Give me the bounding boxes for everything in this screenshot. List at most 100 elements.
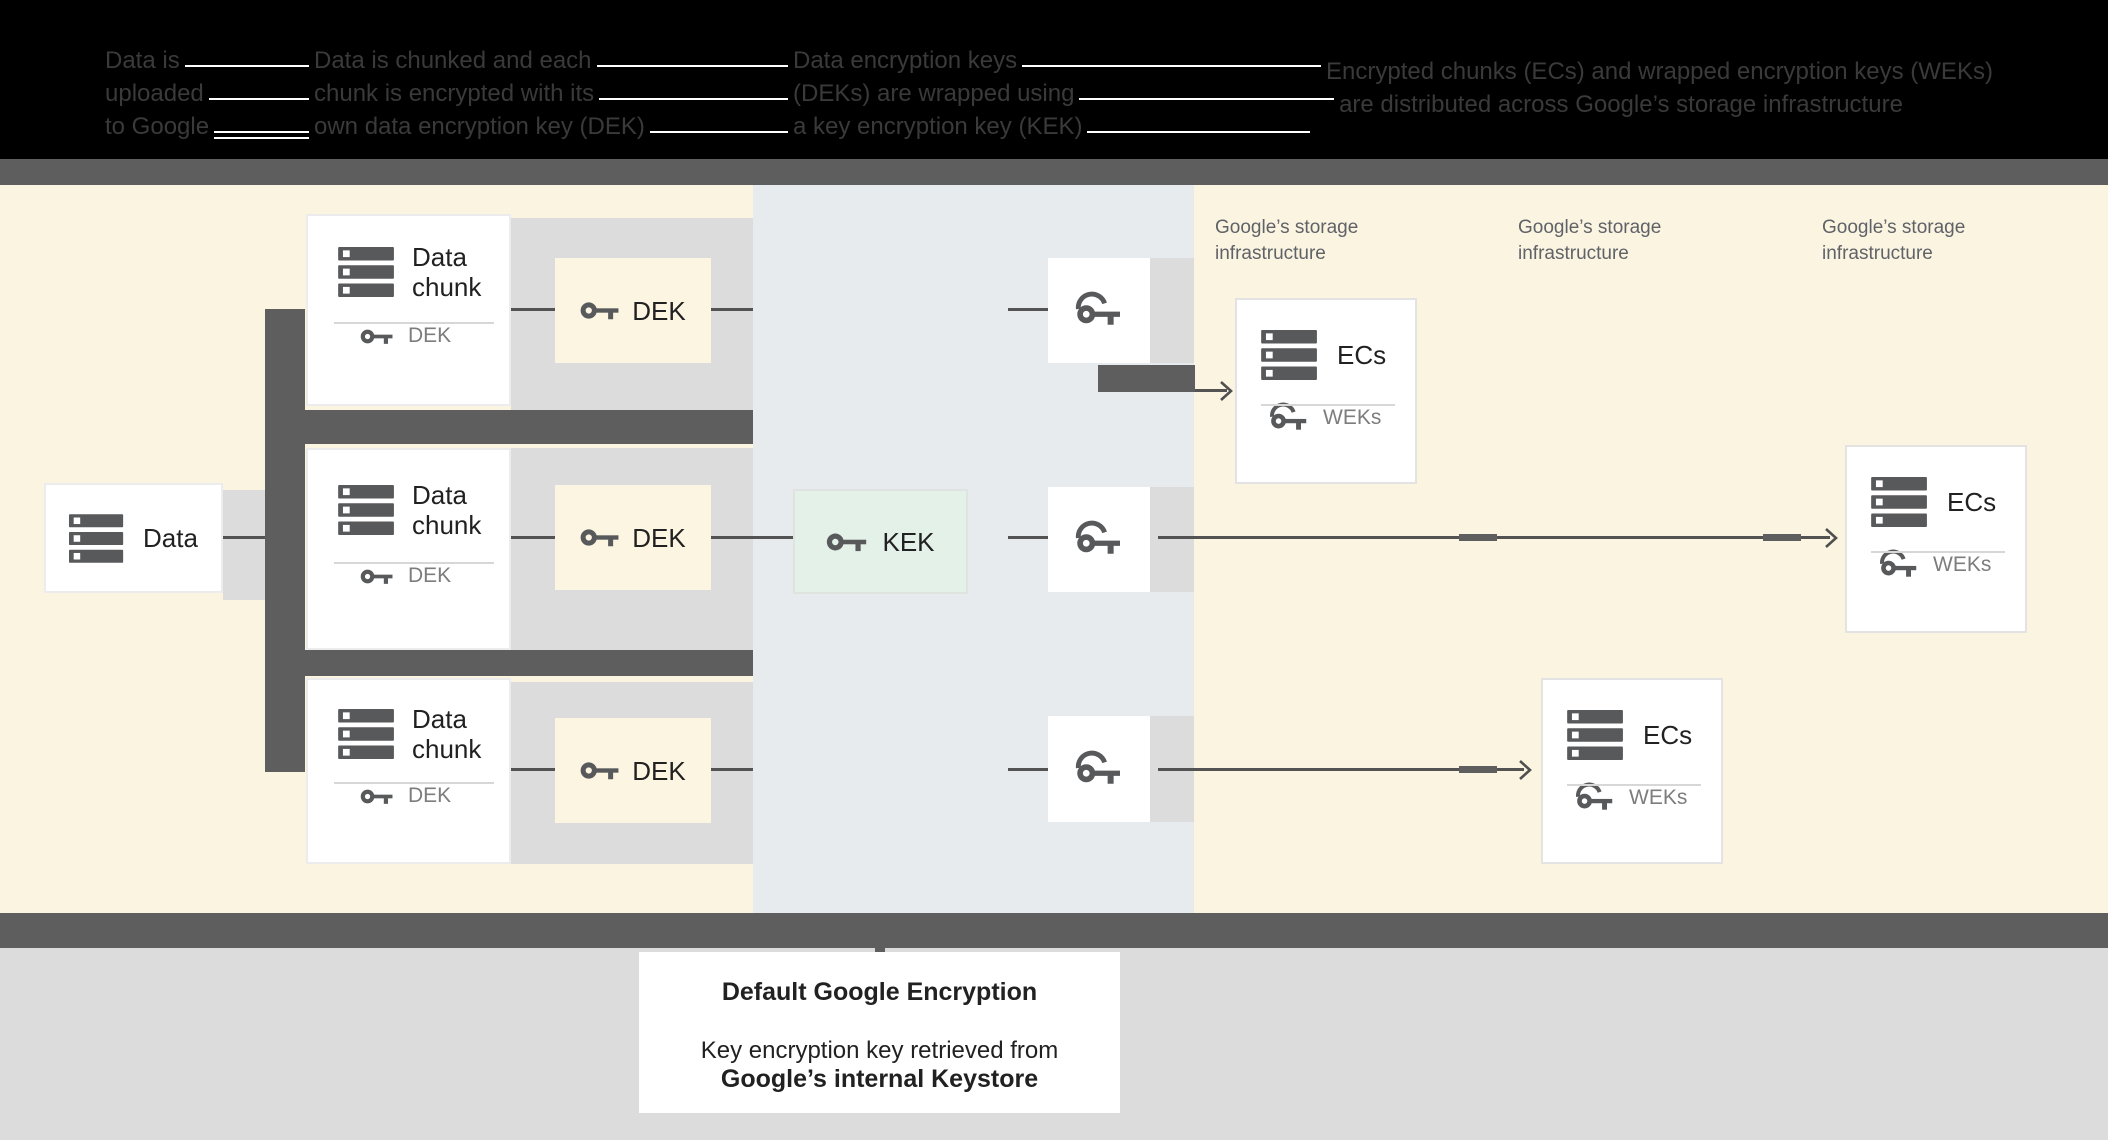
data-chunk-label: Data chunk: [412, 242, 482, 302]
dek-label: DEK: [632, 295, 686, 326]
dek-key-icon: [580, 298, 620, 323]
storage-infrastructure-label: Google’s storage infrastructure: [1822, 217, 1966, 264]
chunk-flow-bar-1: [265, 410, 753, 444]
top-separator-band: [0, 159, 2108, 185]
weks-key-icon: [1269, 402, 1309, 434]
data-chunk-box-2: Data chunk DEK: [306, 448, 511, 650]
header-step-2-line: Data is chunked and each: [309, 44, 650, 77]
weks-label: WEKs: [1629, 786, 1688, 809]
connector-chunk3-dek3: [511, 768, 555, 771]
wrapkey1-gray-panel: [1150, 258, 1194, 363]
chunk-divider: [334, 562, 494, 564]
arrowhead-icon: [1824, 527, 1838, 549]
data-chunk-label: Data chunk: [412, 704, 482, 764]
header-step-1-line: to Google: [100, 110, 215, 143]
header-step-3: Data encryption keys (DEKs) are wrapped …: [788, 44, 1088, 143]
dek-key-icon: [580, 525, 620, 550]
connector-band-wrapkey1: [1008, 308, 1048, 311]
ecs-box-3: ECs WEKs: [1541, 678, 1723, 864]
chunk-dek-label: DEK: [408, 784, 452, 807]
weks-label: WEKs: [1933, 553, 1992, 576]
connector-chunk2-dek2: [511, 536, 555, 539]
dek-key-icon: [360, 786, 394, 807]
storage-infrastructure-label: Google’s storage infrastructure: [1215, 217, 1359, 264]
wrapped-key-box-3: [1048, 716, 1150, 822]
wrapkey2-gray-panel: [1150, 487, 1194, 592]
bottom-separator-band: [0, 913, 2108, 948]
connector-data-trunk: [223, 536, 265, 539]
header-step-1: Data is uploaded to Google: [100, 44, 215, 143]
wrapped-key-box-1: [1048, 258, 1150, 363]
header-step-2: Data is chunked and each chunk is encryp…: [309, 44, 650, 143]
ecs-data-icon: [1567, 710, 1625, 760]
data-chunk-box-1: Data chunk DEK: [306, 214, 511, 406]
connector-dek2-kek: [711, 536, 793, 539]
header-step-2-line: chunk is encrypted with its: [309, 77, 650, 110]
header-rule-3: [115, 131, 1310, 133]
ecs-label: ECs: [1643, 720, 1693, 750]
band-notch: [875, 948, 885, 955]
header-step-3-line: (DEKs) are wrapped using: [788, 77, 1087, 110]
header-step-1-line: uploaded: [100, 77, 214, 110]
data-chunk-icon: [338, 247, 396, 297]
ecs-label: ECs: [1337, 340, 1387, 370]
wrapped-key-icon: [1075, 750, 1123, 789]
weks-label: WEKs: [1323, 406, 1382, 429]
distribution-bar-1: [1098, 365, 1195, 392]
data-label: Data: [143, 523, 198, 553]
data-chunk-icon: [338, 709, 396, 759]
weks-key-icon: [1879, 549, 1919, 581]
wrapped-key-icon: [1075, 291, 1123, 330]
ecs-data-icon: [1871, 477, 1929, 527]
main-diagram-area: Google’s storage infrastructure Google’s…: [0, 185, 2108, 913]
connector-chunk1-dek1: [511, 308, 555, 311]
header-step-4-line: are distributed across Google’s storage …: [1321, 88, 1921, 121]
dek-box-2: DEK: [555, 485, 711, 590]
arrow-2-thick-segment: [1459, 534, 1497, 541]
header-step-3-line: Data encryption keys: [788, 44, 1087, 77]
kek-box: KEK: [793, 489, 968, 594]
connector-dek3-band: [711, 768, 753, 771]
chunk-divider: [334, 322, 494, 324]
chunk-dek-label: DEK: [408, 324, 452, 347]
dek-box-1: DEK: [555, 258, 711, 363]
chunk-dek-label: DEK: [408, 564, 452, 587]
chunk-divider: [334, 782, 494, 784]
chunk-flow-bar-2: [265, 650, 753, 676]
ecs-box-2: ECs WEKs: [1845, 445, 2027, 633]
dek-key-icon: [360, 326, 394, 347]
header-step-3-line: a key encryption key (KEK): [788, 110, 1088, 143]
data-icon: [69, 514, 125, 563]
header-step-4: Encrypted chunks (ECs) and wrapped encry…: [1321, 55, 1998, 121]
data-chunk-icon: [338, 485, 396, 535]
data-chunk-label: Data chunk: [412, 480, 482, 540]
ecs-divider: [1567, 784, 1701, 786]
caption-line: Key encryption key retrieved from: [700, 1037, 1059, 1064]
caption-box: Default Google Encryption Key encryption…: [639, 952, 1120, 1113]
kek-key-icon: [826, 529, 868, 555]
dek-label: DEK: [632, 522, 686, 553]
arrow-shaft-3: [1158, 768, 1524, 771]
ecs-data-icon: [1261, 330, 1319, 380]
connector-band-wrapkey3: [1008, 768, 1048, 771]
arrow-shaft-1: [1195, 389, 1227, 392]
chunk-split-trunk: [265, 309, 305, 772]
storage-infrastructure-label: Google’s storage infrastructure: [1518, 217, 1662, 264]
dek-box-3: DEK: [555, 718, 711, 823]
arrowhead-icon: [1518, 759, 1532, 781]
ecs-label: ECs: [1947, 487, 1997, 517]
header-rule-4: [115, 137, 330, 139]
dek-key-icon: [580, 758, 620, 783]
kek-label: KEK: [882, 526, 935, 557]
data-chunk-box-3: Data chunk DEK: [306, 678, 511, 864]
arrow-3-thick-segment: [1459, 766, 1497, 773]
arrowhead-icon: [1219, 380, 1233, 402]
wrapped-key-icon: [1075, 520, 1123, 559]
ecs-divider: [1261, 404, 1395, 406]
connector-dek1-band: [711, 308, 753, 311]
dek-label: DEK: [632, 755, 686, 786]
ecs-box-1: ECs WEKs: [1235, 298, 1417, 484]
wrapped-key-box-2: [1048, 487, 1150, 592]
caption-keystore-line: Google’s internal Keystore: [720, 1065, 1039, 1093]
